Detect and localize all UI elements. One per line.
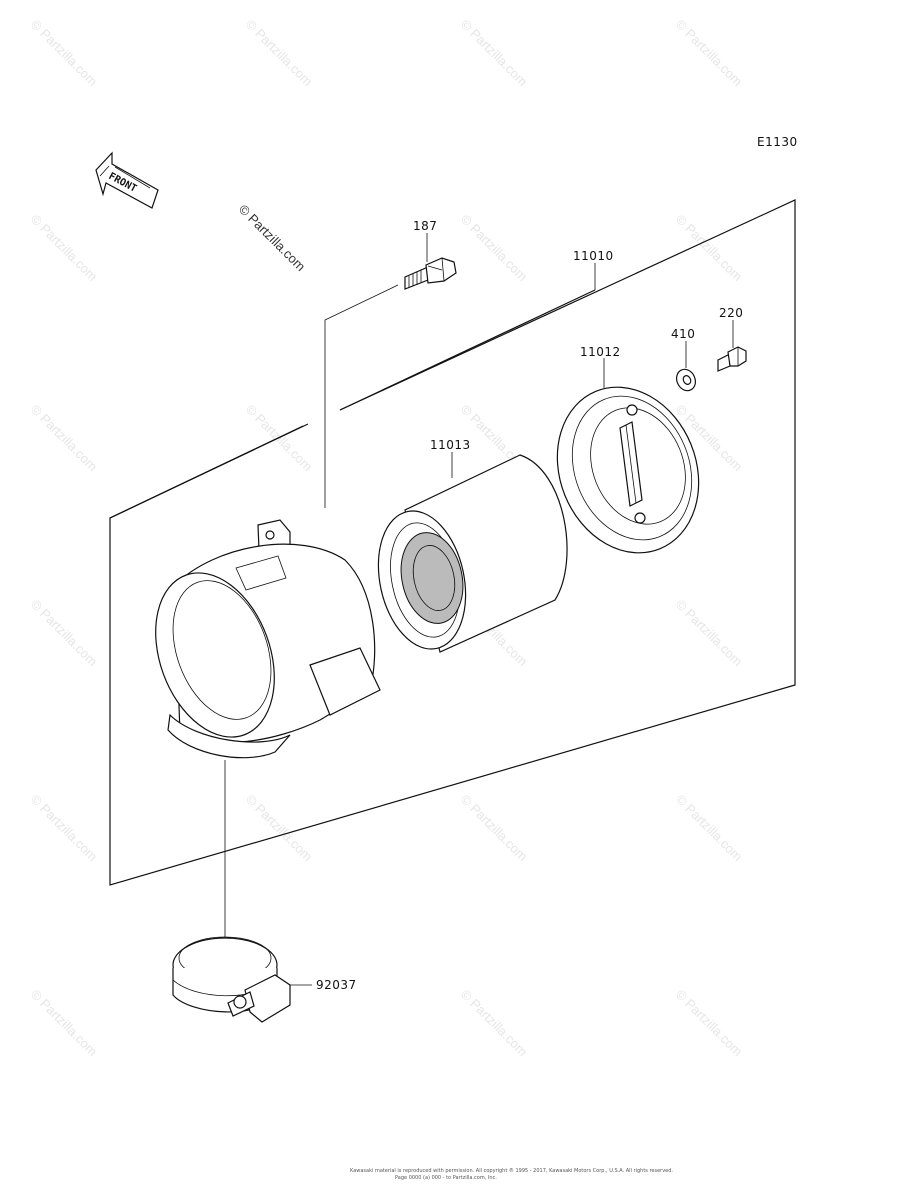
watermark: © Partzilla.com [28, 597, 101, 670]
watermark: © Partzilla.com [458, 792, 531, 865]
copyright-line-2: Page 0000 (a) 000 - to Partzilla.com, In… [395, 1175, 497, 1181]
watermark: © Partzilla.com [673, 792, 746, 865]
cover-11012 [556, 386, 700, 554]
watermark: © Partzilla.com [28, 792, 101, 865]
assembly-outline [109, 199, 796, 886]
bolt-187 [404, 257, 457, 290]
watermark: © Partzilla.com [28, 212, 101, 285]
watermark: © Partzilla.com [673, 212, 746, 285]
watermark: © Partzilla.com [673, 17, 746, 90]
clamp-92037 [172, 936, 291, 1023]
watermark: © Partzilla.com [458, 17, 531, 90]
watermark: © Partzilla.com [243, 17, 316, 90]
watermark-dark: © Partzilla.com [236, 202, 309, 275]
label-220: 220 [719, 306, 743, 320]
label-11012: 11012 [580, 345, 621, 359]
label-11013: 11013 [430, 438, 471, 452]
copyright-line-1: Kawasaki material is reproduced with per… [350, 1167, 673, 1174]
label-187: 187 [413, 219, 437, 233]
bolt-220 [717, 346, 747, 372]
watermark: © Partzilla.com [673, 597, 746, 670]
label-11010: 11010 [573, 249, 614, 263]
washer-410 [676, 368, 696, 392]
label-92037: 92037 [316, 978, 357, 992]
watermark: © Partzilla.com [673, 987, 746, 1060]
diagram-code: E1130 [757, 135, 798, 149]
housing-11010 [155, 519, 381, 759]
watermark: © Partzilla.com [458, 212, 531, 285]
watermark: © Partzilla.com [458, 987, 531, 1060]
part-labels: 187 11010 220 410 11012 11013 92037 [316, 219, 743, 992]
label-410: 410 [671, 327, 695, 341]
front-arrow-icon: FRONT [95, 151, 159, 209]
watermark: © Partzilla.com [28, 987, 101, 1060]
watermark: © Partzilla.com [28, 17, 101, 90]
leader-lines [224, 233, 734, 986]
filter-element-11013 [377, 454, 568, 653]
watermark: © Partzilla.com [28, 402, 101, 475]
